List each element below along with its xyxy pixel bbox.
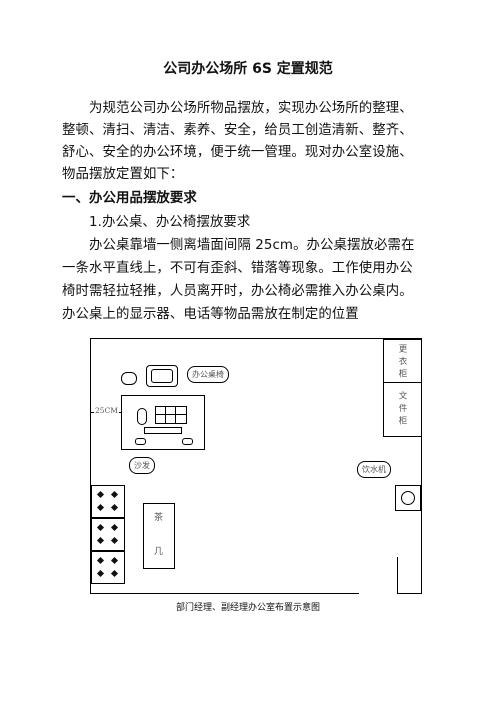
tea-table-label-top: 茶 xyxy=(154,513,164,523)
water-dispenser xyxy=(395,485,421,511)
monitor-bar xyxy=(144,427,182,434)
chair-seat-oval xyxy=(137,408,147,425)
phone-oval-2 xyxy=(182,438,193,445)
tea-table: 茶 几 xyxy=(143,503,175,569)
wardrobe-label: 更衣柜 xyxy=(397,344,407,382)
intro-line-1: 为规范公司办公场所物品摆放，实现办公场所的整理、 xyxy=(62,101,413,116)
intro-line-3: 舒心、安全的办公环境，便于统一管理。现对办公室设施、 xyxy=(62,145,413,160)
wardrobe: 更衣柜 xyxy=(383,339,422,383)
door-leaf xyxy=(397,557,398,594)
phone-oval xyxy=(135,438,146,445)
tea-table-label-bottom: 几 xyxy=(154,547,164,557)
body-line-1: 办公桌靠墙一侧离墙面间隔 25cm。办公桌摆放必需在 xyxy=(62,238,415,253)
intro-line-4: 物品摆放定置如下： xyxy=(62,167,184,182)
body-line-4: 办公桌上的显示器、电话等物品需放在制定的位置 xyxy=(62,307,359,322)
door-opening xyxy=(359,584,397,594)
body-line-3: 椅时需轻拉轻推，人员离开时，办公椅必需推入办公桌内。 xyxy=(62,284,413,299)
water-dispenser-circle xyxy=(401,491,415,505)
desk xyxy=(121,395,205,450)
sofa-callout: 沙发 xyxy=(129,457,155,474)
section-heading: 一、办公用品摆放要求 xyxy=(62,191,197,206)
distance-label: 25CM xyxy=(94,406,119,415)
water-dispenser-callout: 饮水机 xyxy=(357,461,391,478)
keyboard-grid xyxy=(155,406,187,424)
sofa-section-1 xyxy=(91,485,125,518)
sofa-section-2 xyxy=(91,518,125,551)
desk-chair-callout: 办公桌椅 xyxy=(187,366,229,383)
file-cabinet-label: 文件柜 xyxy=(397,391,407,429)
subheading: 1.办公桌、办公椅摆放要求 xyxy=(62,215,251,230)
intro-line-2: 整顿、清扫、清洁、素养、安全，给员工创造清新、整齐、 xyxy=(62,123,413,138)
office-layout-diagram: 更衣柜 文件柜 25CM 办公桌椅 沙发 饮水机 xyxy=(90,338,422,594)
file-cabinet: 文件柜 xyxy=(383,382,422,437)
diagram-caption: 部门经理、副经理办公室布置示意图 xyxy=(175,603,320,613)
chair-round xyxy=(121,372,137,385)
chair-square xyxy=(146,365,178,387)
document-title: 公司办公场所 6S 定置规范 xyxy=(163,61,333,77)
sofa-section-3 xyxy=(91,551,125,584)
body-line-2: 一条水平直线上，不可有歪斜、错落等现象。工作使用办公 xyxy=(62,261,413,276)
